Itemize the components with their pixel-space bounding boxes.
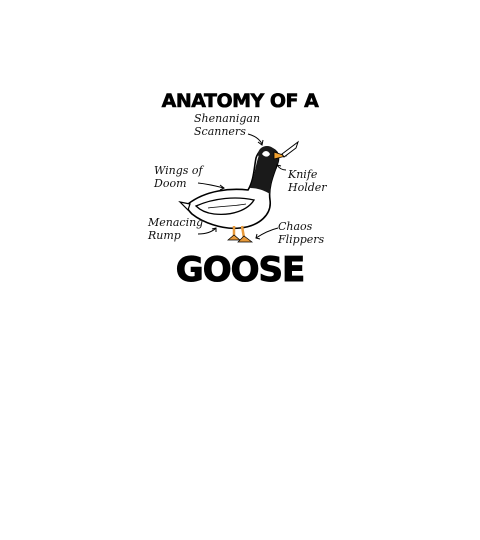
label-menacing-rump: Menacing Rump — [148, 216, 203, 242]
knife-blade-shape — [281, 140, 299, 158]
arrow-knife-head — [275, 164, 282, 170]
arrow-rump-head — [211, 227, 217, 232]
label-line: Rump — [148, 229, 181, 242]
label-knife-holder: Knife Holder — [288, 168, 327, 194]
arrow-scanners-head — [257, 139, 264, 146]
arrow-flippers — [255, 227, 279, 239]
label-line: Chaos — [278, 220, 313, 233]
goose-foot-left — [227, 234, 241, 241]
goose-beak-shape — [273, 151, 288, 160]
goose-anatomy-poster: ANATOMY OF A — [136, 82, 344, 292]
arrow-knife — [276, 164, 287, 171]
label-shenanigan-scanners: Shenanigan Scanners — [194, 112, 260, 138]
arrow-flippers-head — [255, 233, 261, 240]
goose-illustration — [178, 133, 299, 243]
label-line: Holder — [288, 181, 327, 194]
goose-cheek-shape — [262, 151, 270, 157]
arrow-wings — [197, 182, 225, 189]
arrow-rump — [197, 227, 217, 235]
label-line: Wings of — [154, 164, 203, 177]
label-line: Shenanigan — [194, 112, 261, 125]
label-wings-of-doom: Wings of Doom — [154, 164, 203, 190]
label-line: Menacing — [148, 216, 204, 229]
goose-foot-right — [237, 235, 254, 243]
poster-title-bottom: GOOSE — [175, 250, 305, 291]
label-line: Scanners — [194, 125, 246, 138]
goose-wing-detail — [207, 203, 247, 209]
label-line: Knife — [288, 168, 318, 181]
label-line: Doom — [154, 177, 187, 190]
label-chaos-flippers: Chaos Flippers — [278, 220, 324, 246]
goose-tail-shape — [178, 201, 191, 212]
arrow-wings-head — [219, 184, 225, 191]
arrow-scanners — [247, 133, 263, 145]
poster-title-top: ANATOMY OF A — [161, 90, 319, 113]
label-line: Flippers — [278, 233, 325, 246]
